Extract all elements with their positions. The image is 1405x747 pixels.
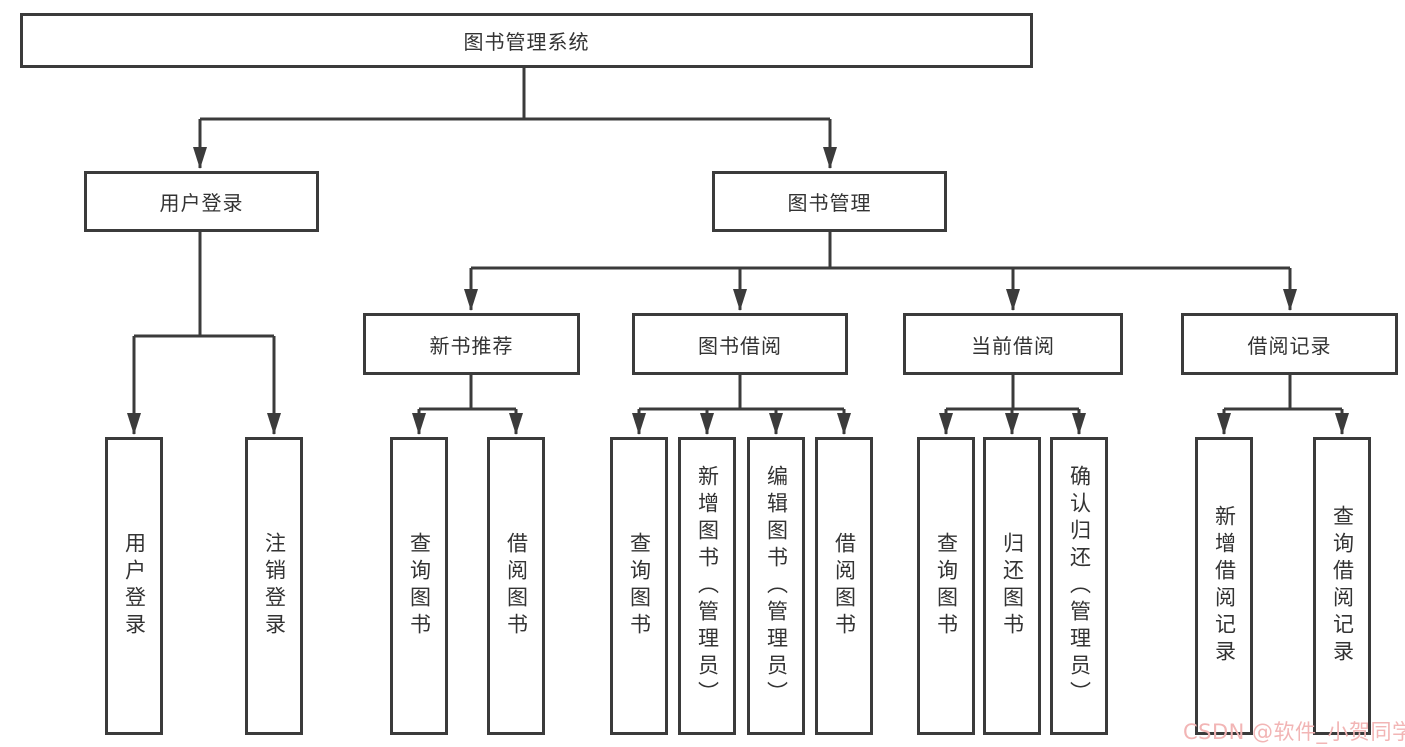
leaf-add-books-admin: 新增图书（管理员） xyxy=(678,437,736,735)
leaf-edit-books-admin: 编辑图书（管理员） xyxy=(747,437,805,735)
leaf-borrow-books-recommend: 借阅图书 xyxy=(487,437,545,735)
leaf-query-books-recommend-label: 查询图书 xyxy=(407,532,432,640)
leaf-query-books-recommend: 查询图书 xyxy=(390,437,448,735)
leaf-user-login: 用户登录 xyxy=(105,437,163,735)
leaf-add-borrow-record-label: 新增借阅记录 xyxy=(1212,505,1237,667)
node-book-management: 图书管理 xyxy=(712,171,947,232)
leaf-confirm-return-admin-label: 确认归还（管理员） xyxy=(1067,464,1092,708)
leaf-return-books-label: 归还图书 xyxy=(1000,532,1025,640)
leaf-borrow-books: 借阅图书 xyxy=(815,437,873,735)
leaf-confirm-return-admin: 确认归还（管理员） xyxy=(1050,437,1108,735)
leaf-query-books-current: 查询图书 xyxy=(917,437,975,735)
csdn-watermark: CSDN @软件_小贺同学 xyxy=(1183,720,1405,744)
leaf-query-books-borrowing-label: 查询图书 xyxy=(627,532,652,640)
leaf-add-borrow-record: 新增借阅记录 xyxy=(1195,437,1253,735)
node-borrowing-records: 借阅记录 xyxy=(1181,313,1398,375)
leaf-logout: 注销登录 xyxy=(245,437,303,735)
node-library-management-system: 图书管理系统 xyxy=(20,13,1033,68)
leaf-edit-books-admin-label: 编辑图书（管理员） xyxy=(764,464,789,708)
leaf-query-books-borrowing: 查询图书 xyxy=(610,437,668,735)
leaf-query-books-current-label: 查询图书 xyxy=(934,532,959,640)
leaf-borrow-books-label: 借阅图书 xyxy=(832,532,857,640)
leaf-borrow-books-recommend-label: 借阅图书 xyxy=(504,532,529,640)
node-new-book-recommendation: 新书推荐 xyxy=(363,313,580,375)
leaf-query-borrow-record-label: 查询借阅记录 xyxy=(1330,505,1355,667)
leaf-user-login-label: 用户登录 xyxy=(122,532,147,640)
leaf-logout-label: 注销登录 xyxy=(262,532,287,640)
leaf-add-books-admin-label: 新增图书（管理员） xyxy=(695,464,720,708)
leaf-query-borrow-record: 查询借阅记录 xyxy=(1313,437,1371,735)
node-user-login: 用户登录 xyxy=(84,171,319,232)
node-current-borrowing: 当前借阅 xyxy=(903,313,1123,375)
node-book-borrowing: 图书借阅 xyxy=(632,313,848,375)
leaf-return-books: 归还图书 xyxy=(983,437,1041,735)
